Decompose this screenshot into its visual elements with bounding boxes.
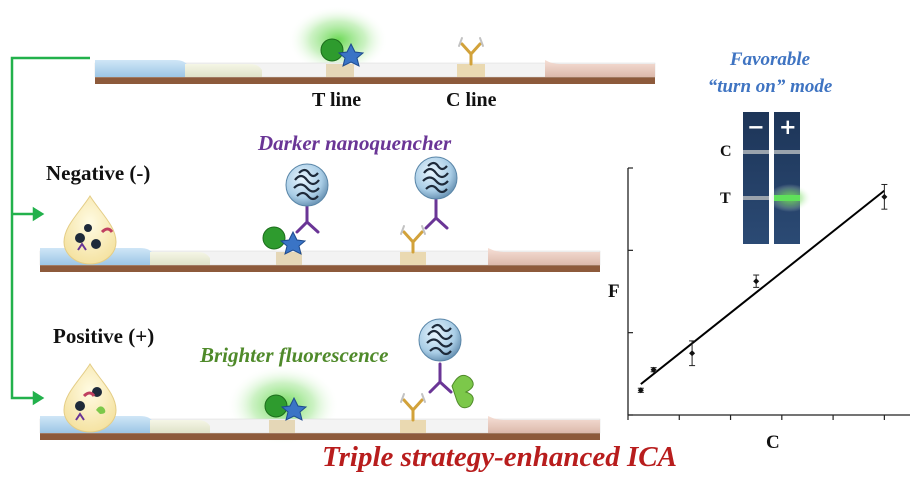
c-line-band <box>457 64 485 77</box>
c-line-antibody <box>458 37 484 66</box>
plus-sign: + <box>779 115 797 139</box>
quencher-antibody-free <box>424 198 449 230</box>
sample-droplet-positive <box>63 363 117 433</box>
negative-strip <box>39 156 601 272</box>
data-point <box>881 193 888 200</box>
data-point <box>637 387 644 394</box>
data-point <box>753 278 760 285</box>
positive-strip <box>39 318 601 445</box>
y-axis-label: F <box>608 281 620 302</box>
nanoquencher-core-t <box>293 168 320 201</box>
axis-ticks <box>627 167 885 420</box>
antigen-star <box>337 42 365 67</box>
figure-title: Triple strategy-enhanced ICA <box>322 441 677 473</box>
brighter-fluorescence-label: Brighter fluorescence <box>200 343 389 367</box>
green-fluorescent-sphere <box>320 38 344 62</box>
favorable-label: Favorable <box>729 49 811 70</box>
x-axis-label: C <box>766 432 780 453</box>
sample-pad <box>95 60 188 77</box>
fit-line <box>640 189 885 385</box>
data-point <box>650 366 657 373</box>
negative-strip-card <box>743 112 769 244</box>
t-line-band <box>326 64 354 77</box>
minus-sign: − <box>747 115 765 139</box>
calibration-chart <box>627 167 910 420</box>
positive-strip-card <box>774 112 800 244</box>
t-line-label: T line <box>312 89 362 111</box>
turn-on-mode-label: “turn on” mode <box>707 76 833 97</box>
inset-t-label: T <box>720 190 731 207</box>
absorbent-pad <box>545 60 655 77</box>
c-line-label: C line <box>446 89 497 111</box>
t-line-glow <box>288 6 388 74</box>
target-analyte <box>451 374 474 409</box>
conjugate-pad <box>185 64 262 77</box>
green-bracket <box>10 56 90 406</box>
test-strip-inset <box>743 112 812 244</box>
darker-nanoquencher-label: Darker nanoquencher <box>258 131 452 155</box>
data-point <box>689 350 696 357</box>
strip-backing <box>95 76 655 84</box>
negative-label: Negative (-) <box>46 161 151 185</box>
positive-label: Positive (+) <box>53 324 155 348</box>
top-strip <box>94 6 656 84</box>
quencher-antibody-t <box>295 203 320 234</box>
inset-c-label: C <box>720 143 732 160</box>
